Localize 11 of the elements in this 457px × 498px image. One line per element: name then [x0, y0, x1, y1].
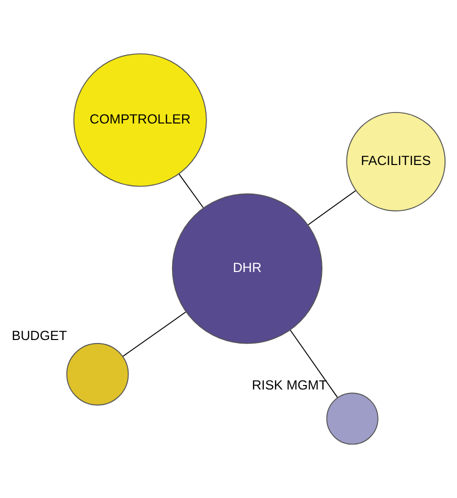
connector: [178, 173, 204, 208]
node-circle: [66, 343, 129, 406]
connector: [290, 330, 338, 398]
node-circle: DHR: [172, 193, 322, 344]
node-label: RISK MGMT: [252, 378, 327, 393]
node-circle: COMPTROLLER: [73, 53, 207, 187]
node-label: BUDGET: [12, 328, 67, 343]
node-circle: [326, 392, 378, 445]
connector: [122, 311, 186, 357]
connector: [308, 190, 356, 226]
node-circle: FACILITIES: [346, 112, 446, 212]
